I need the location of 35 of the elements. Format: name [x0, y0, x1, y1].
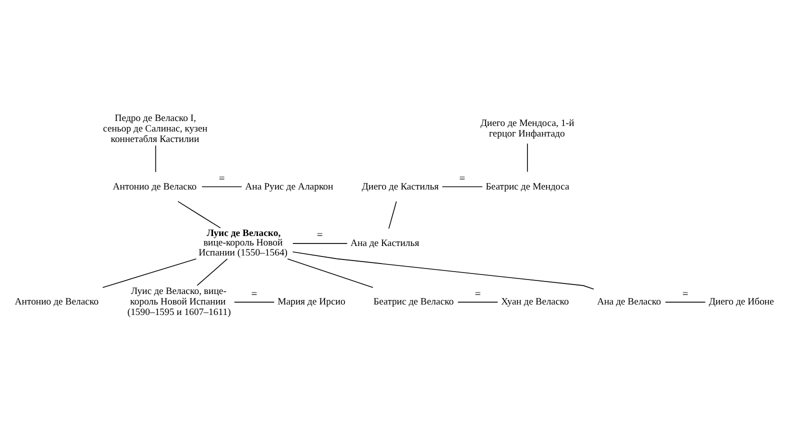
connector [287, 258, 374, 288]
connector [178, 201, 221, 228]
node-text: Антонио де Веласко [112, 181, 197, 192]
node-text: Беатрис де Веласко [374, 296, 454, 308]
node-text: Педро де Веласко I, сеньор де Салинас, кузен коннетабля Кастилии [103, 112, 208, 145]
connector [664, 302, 706, 303]
node-text: Диего де Кастилья [362, 181, 439, 192]
connector [457, 302, 498, 303]
edge-label: = [251, 288, 258, 300]
connector [202, 186, 242, 188]
connector [102, 258, 197, 288]
edge-label: = [218, 173, 225, 184]
node-text: Ана Руис де Аларкон [245, 181, 334, 192]
node-text: Диего де Мендоса, 1-й герцог Инфантадо [480, 118, 574, 140]
node-text: Ана де Кастилья [350, 238, 420, 249]
edge-label: = [474, 288, 481, 300]
node-text: Диего де Ибоне [708, 296, 774, 308]
node-text: Ана де Веласко [597, 296, 661, 308]
edge-label: = [316, 230, 323, 242]
edge-label: = [682, 288, 688, 300]
connector [234, 302, 275, 303]
node-text: Луис де Веласко, вице-король Новой Испании (1590–1595 и 1607–1611) [127, 286, 231, 318]
connector [442, 186, 483, 188]
connector [527, 143, 528, 172]
connector [292, 243, 348, 244]
connector [292, 251, 594, 290]
connector [155, 145, 156, 172]
node-text: Луис де Веласко, вице-король Новой Испании (1550–1564) [198, 228, 288, 258]
node-text: Хуан де Веласко [501, 296, 569, 308]
connector [196, 258, 228, 286]
edge-label: = [459, 173, 466, 184]
connector [388, 201, 397, 229]
node-text: Беатрис де Мендоса [486, 181, 570, 192]
node-text: Антонио де Веласко [14, 296, 99, 308]
node-text: Мария де Ирсио [278, 296, 346, 308]
